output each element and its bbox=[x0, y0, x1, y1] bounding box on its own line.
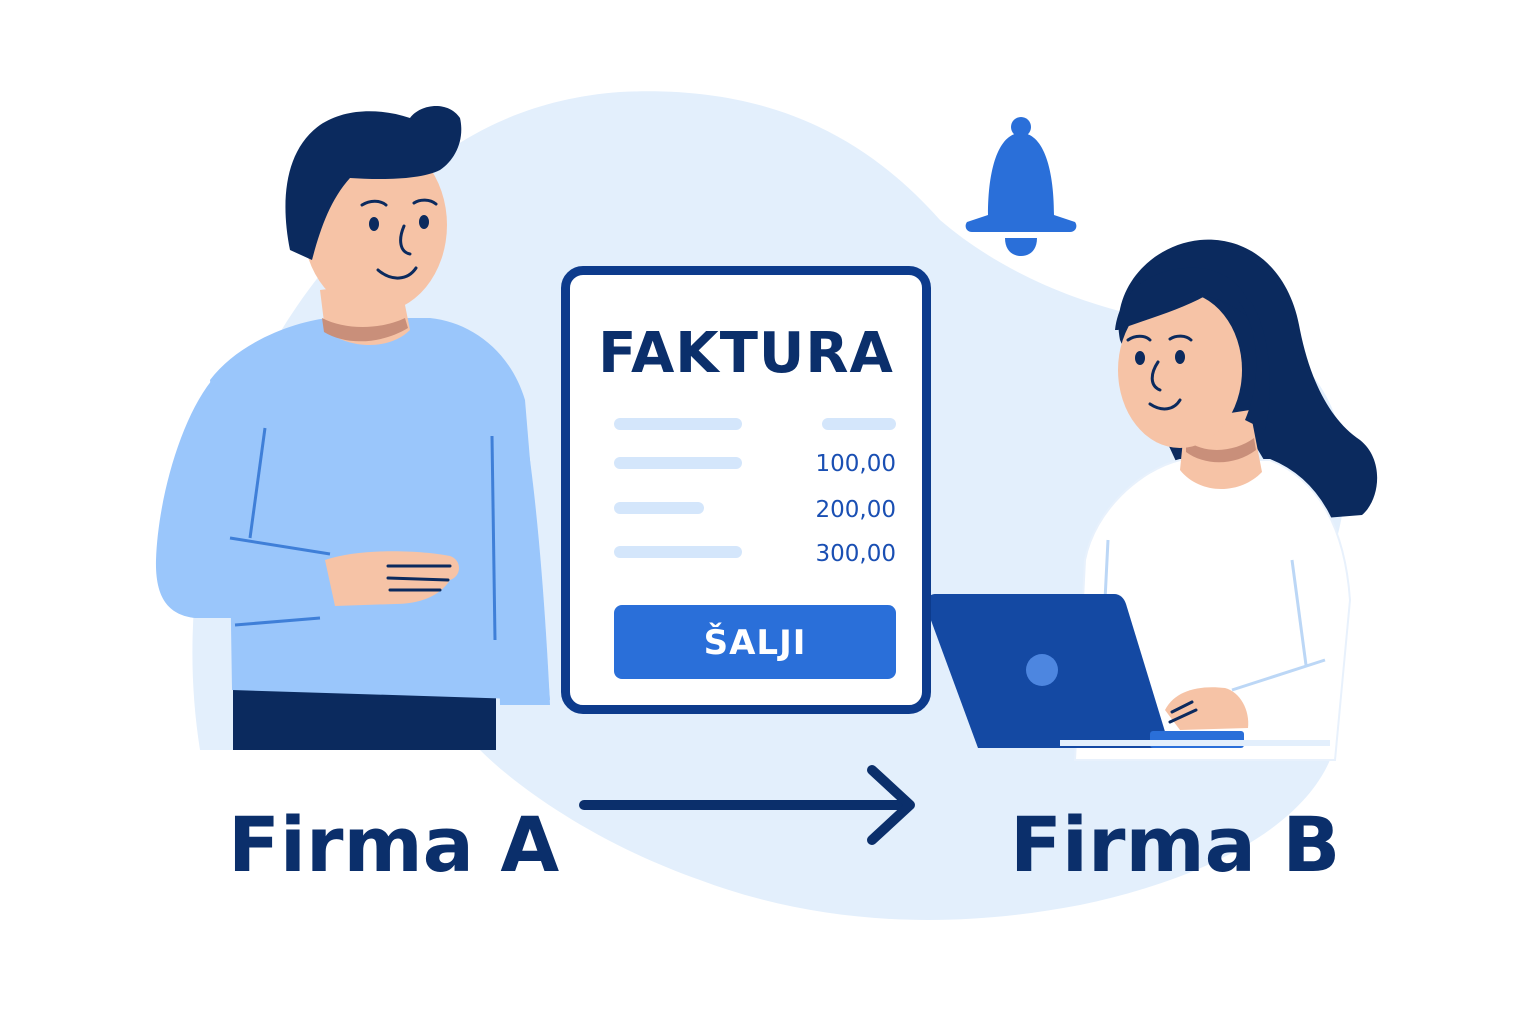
man-figure bbox=[155, 105, 550, 750]
invoice-card: FAKTURA 100,00 200,00 300,00 ŠALJI bbox=[561, 266, 931, 714]
invoice-placeholder-line bbox=[614, 502, 704, 514]
send-button[interactable]: ŠALJI bbox=[614, 605, 896, 679]
bell-icon bbox=[965, 117, 1077, 256]
invoice-amount-3: 300,00 bbox=[815, 541, 896, 567]
invoice-placeholder-line bbox=[614, 546, 742, 558]
woman-figure bbox=[1073, 239, 1378, 761]
invoice-placeholder-line bbox=[614, 457, 742, 469]
receiver-label: Firma B bbox=[1010, 800, 1341, 889]
invoice-title: FAKTURA bbox=[598, 321, 894, 386]
table-edge bbox=[1060, 740, 1330, 746]
arrow-right-icon bbox=[579, 765, 915, 845]
invoice-placeholder-line bbox=[822, 418, 896, 430]
invoice-placeholder-line bbox=[614, 418, 742, 430]
invoice-amount-1: 100,00 bbox=[815, 451, 896, 477]
sender-label: Firma A bbox=[228, 800, 560, 889]
invoice-amount-2: 200,00 bbox=[815, 497, 896, 523]
